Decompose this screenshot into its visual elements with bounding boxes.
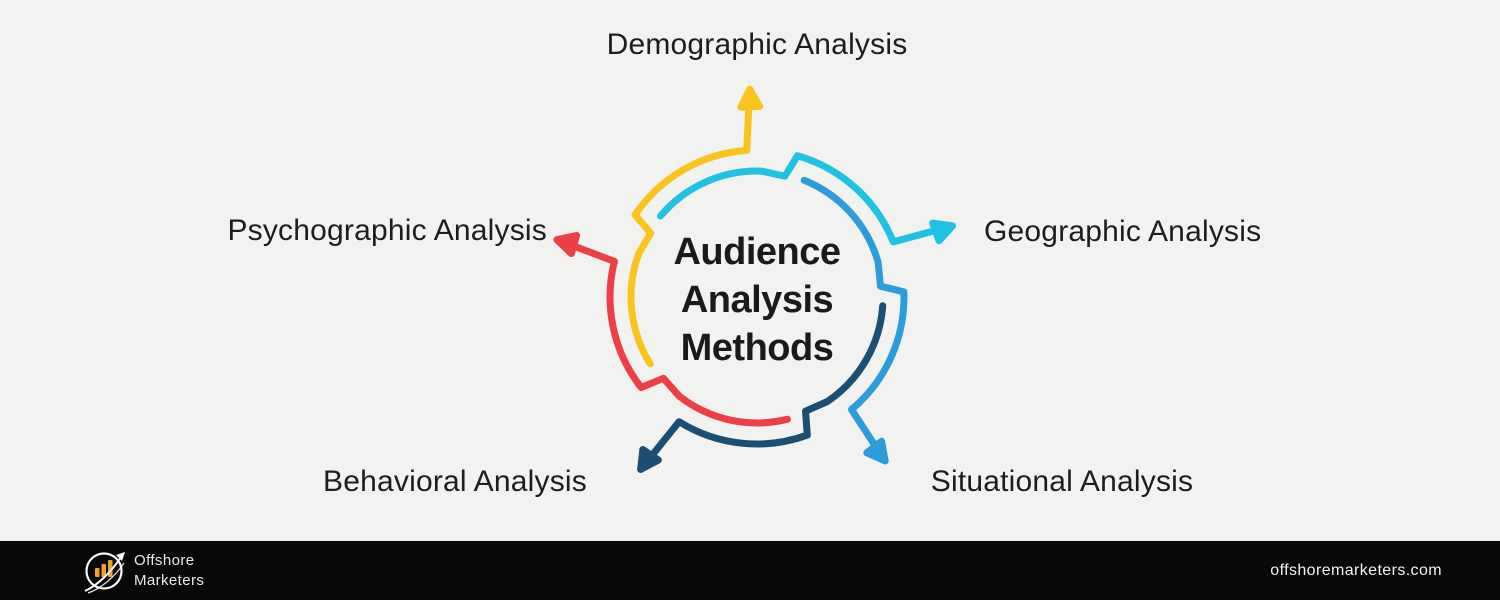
label-psychographic-analysis: Psychographic Analysis — [227, 214, 547, 247]
footer-bar: Offshore Marketers offshoremarketers.com — [0, 541, 1500, 600]
diagram-title-line-1: Audience — [673, 231, 841, 273]
logo-swoosh-arrow-icon — [84, 552, 125, 594]
footer-website-text: offshoremarketers.com — [1270, 561, 1442, 579]
geographic-arrow-icon — [929, 219, 956, 245]
label-demographic-analysis: Demographic Analysis — [606, 28, 908, 61]
psychographic-arc — [553, 236, 791, 427]
footer-brand-line-2: Marketers — [134, 571, 205, 589]
label-situational-analysis: Situational Analysis — [930, 465, 1194, 498]
logo-bar-chart-icon — [95, 560, 113, 577]
situational-arrow-icon — [863, 437, 889, 465]
situational-arc — [800, 176, 908, 465]
demographic-arrow-icon — [737, 85, 764, 111]
behavioral-arc — [637, 302, 887, 473]
footer-brand-line-1: Offshore — [134, 551, 195, 569]
footer-brand-name: Offshore Marketers — [134, 551, 204, 591]
offshore-marketers-logo — [84, 552, 125, 594]
diagram-title: Audience Analysis Methods — [673, 228, 841, 372]
label-geographic-analysis: Geographic Analysis — [984, 215, 1262, 248]
diagram-title-line-3: Methods — [680, 327, 834, 369]
demographic-arc — [627, 85, 754, 368]
geographic-arc — [657, 152, 956, 246]
diagram-title-line-2: Analysis — [680, 279, 834, 321]
cycle-arrows-graphic — [553, 85, 956, 473]
behavioral-arrow-icon — [637, 446, 662, 473]
psychographic-arrow-icon — [553, 232, 581, 258]
label-behavioral-analysis: Behavioral Analysis — [323, 465, 587, 498]
